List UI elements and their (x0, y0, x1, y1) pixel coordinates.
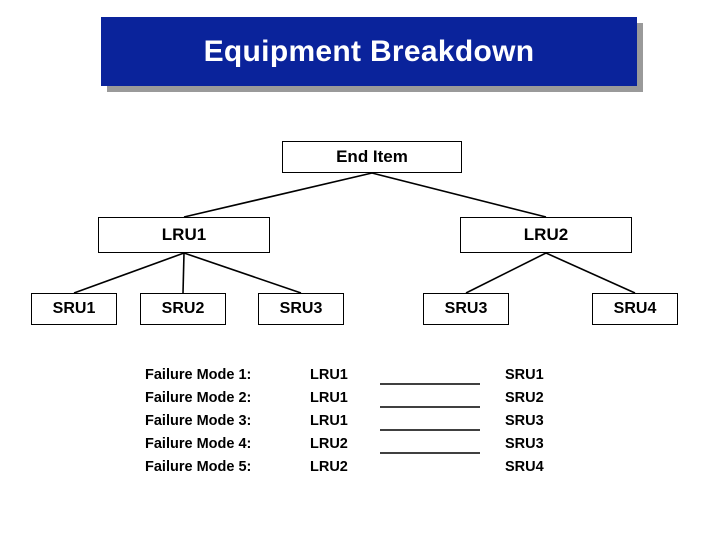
edge-lru2-sru4 (545, 252, 636, 294)
edge-enditem-lru1 (183, 172, 373, 218)
tree-node-label: SRU4 (613, 300, 657, 317)
failure-mode-to: SRU3 (505, 413, 544, 429)
table-row: Failure Mode 5: LRU2 SRU4 (145, 459, 565, 482)
tree-node-label: End Item (336, 147, 408, 166)
tree-node-lru2[interactable]: LRU2 (460, 217, 632, 253)
table-row: Failure Mode 4: LRU2 SRU3 (145, 436, 565, 459)
failure-mode-to: SRU3 (505, 436, 544, 452)
failure-mode-to: SRU1 (505, 367, 544, 383)
failure-mode-from: LRU2 (310, 436, 348, 452)
tree-node-label: SRU2 (161, 300, 205, 317)
tree-node-label: LRU2 (523, 225, 569, 244)
tree-node-label: SRU1 (52, 300, 96, 317)
failure-mode-label: Failure Mode 2: (145, 390, 252, 406)
failure-mode-table: Failure Mode 1: LRU1 SRU1 Failure Mode 2… (145, 367, 565, 482)
edge-lru2-sru3b (465, 252, 547, 294)
failure-mode-from: LRU1 (310, 390, 348, 406)
edge-lru1-sru3a (183, 252, 302, 294)
failure-mode-to: SRU2 (505, 390, 544, 406)
tree-node-label: SRU3 (444, 300, 488, 317)
failure-mode-to: SRU4 (505, 459, 544, 475)
edge-lru1-sru1 (73, 252, 185, 294)
failure-mode-label: Failure Mode 3: (145, 413, 252, 429)
edge-enditem-lru2 (371, 172, 547, 218)
tree-node-label: SRU3 (279, 300, 323, 317)
title-banner: Equipment Breakdown (101, 17, 637, 86)
tree-node-label: LRU1 (161, 225, 207, 244)
tree-node-sru3-under-lru2[interactable]: SRU3 (423, 293, 509, 325)
edge-lru1-sru2 (182, 252, 185, 294)
tree-node-sru3-under-lru1[interactable]: SRU3 (258, 293, 344, 325)
tree-node-sru4[interactable]: SRU4 (592, 293, 678, 325)
failure-mode-label: Failure Mode 4: (145, 436, 252, 452)
tree-node-lru1[interactable]: LRU1 (98, 217, 270, 253)
failure-mode-from: LRU1 (310, 413, 348, 429)
failure-mode-label: Failure Mode 5: (145, 459, 252, 475)
table-row: Failure Mode 2: LRU1 SRU2 (145, 390, 565, 413)
failure-mode-from: LRU2 (310, 459, 348, 475)
failure-mode-label: Failure Mode 1: (145, 367, 252, 383)
page-title: Equipment Breakdown (203, 34, 535, 68)
failure-mode-from: LRU1 (310, 367, 348, 383)
table-row: Failure Mode 3: LRU1 SRU3 (145, 413, 565, 436)
tree-node-sru2[interactable]: SRU2 (140, 293, 226, 325)
tree-node-sru1[interactable]: SRU1 (31, 293, 117, 325)
tree-node-end-item[interactable]: End Item (282, 141, 462, 173)
table-row: Failure Mode 1: LRU1 SRU1 (145, 367, 565, 390)
